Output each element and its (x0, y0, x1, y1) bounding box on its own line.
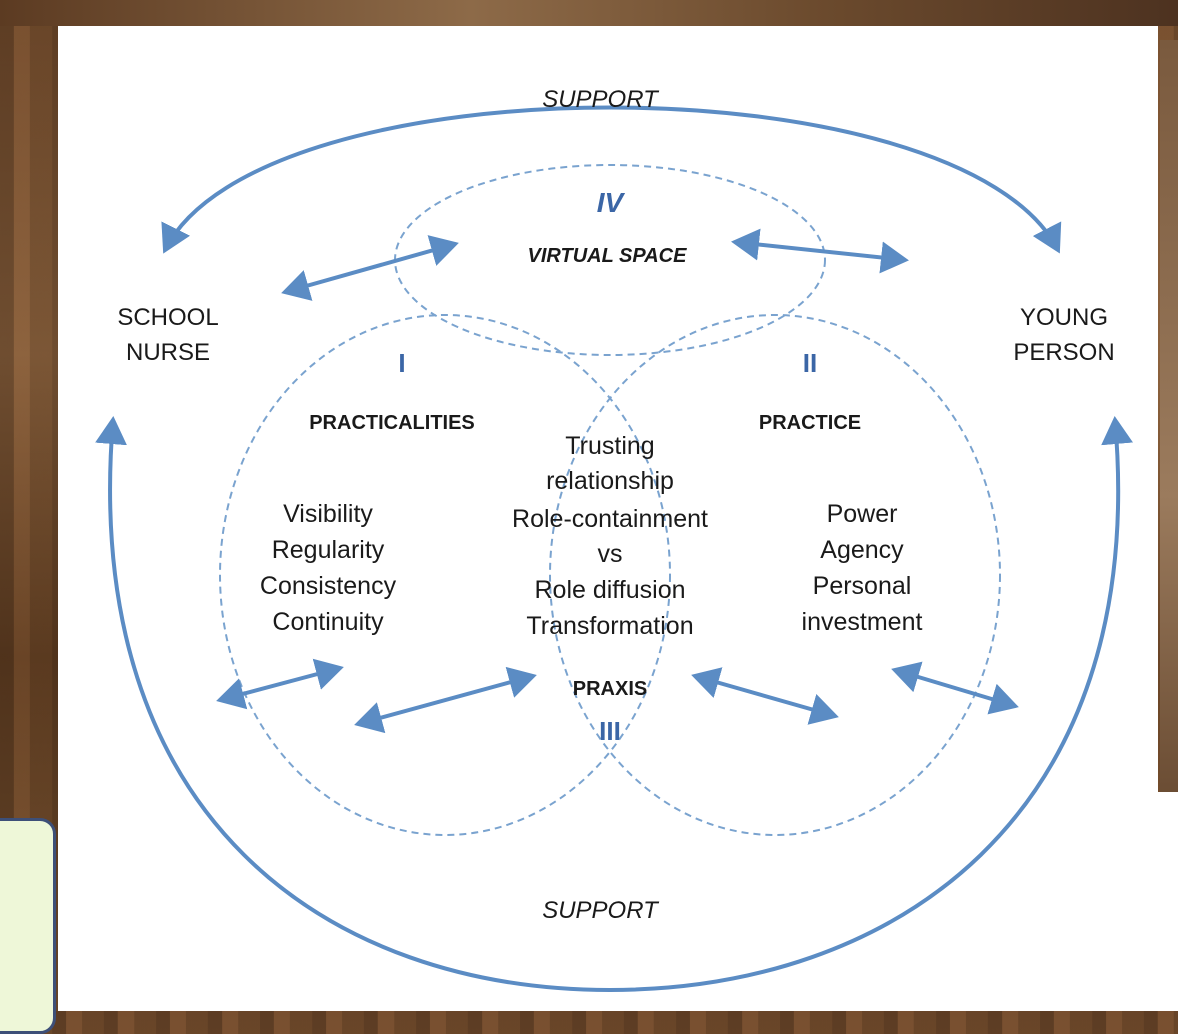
arrow-practicalities-praxis (354, 666, 537, 734)
background-green-box (0, 818, 56, 1034)
zone-i-circle (219, 314, 671, 836)
zone-iii-item: Role diffusion (534, 576, 685, 604)
zone-iii-numeral: III (599, 716, 621, 746)
zone-iii-item: relationship (546, 467, 674, 495)
arrow-nurse-practicalities (216, 658, 344, 710)
zone-iii-item: vs (598, 540, 623, 568)
zone-iii-title: PRAXIS (573, 678, 647, 700)
school-nurse-label-line1: SCHOOL (117, 304, 218, 331)
background-band (0, 0, 1178, 26)
zone-ii-title: PRACTICE (759, 412, 861, 434)
zone-ii-item: investment (802, 608, 923, 636)
zone-iii-item: Trusting (565, 432, 654, 460)
diagram-panel-extension (1158, 792, 1178, 1011)
zone-i-item: Visibility (283, 500, 373, 528)
zone-ii-circle (549, 314, 1001, 836)
zone-iii-item: Role-containment (512, 505, 708, 533)
zone-i-item: Continuity (272, 608, 384, 636)
zone-i-item: Consistency (260, 572, 397, 600)
arrow-nurse-virtual (281, 235, 459, 301)
support-arc-bottom (95, 416, 1134, 993)
young-person-label-line1: YOUNG (1020, 304, 1108, 331)
praxis-diagram: SUPPORT SUPPORT SCHOOL NURSE YOUNG PERSO… (95, 86, 1134, 993)
arrow-praxis-practice (691, 667, 839, 725)
zone-ii-item: Personal (813, 572, 912, 600)
zone-i-title: PRACTICALITIES (309, 412, 475, 434)
support-arc-top (161, 105, 1062, 254)
zone-ii-numeral: II (803, 348, 817, 378)
support-bottom-label: SUPPORT (542, 897, 660, 924)
zone-i-item: Regularity (272, 536, 385, 564)
school-nurse-label-line2: NURSE (126, 339, 210, 366)
arrow-practice-person (891, 661, 1019, 715)
zone-iv-numeral: IV (597, 187, 626, 218)
zone-iv-title: VIRTUAL SPACE (528, 245, 688, 267)
zone-iii-item: Transformation (526, 612, 693, 640)
zone-i-numeral: I (398, 348, 405, 378)
diagram-panel (58, 26, 1158, 1011)
zone-ii-item: Power (827, 500, 898, 528)
arrow-virtual-person (731, 228, 909, 274)
support-top-label: SUPPORT (542, 86, 660, 113)
background-strip (1160, 40, 1178, 800)
zone-ii-item: Agency (820, 536, 904, 564)
young-person-label-line2: PERSON (1013, 339, 1114, 366)
